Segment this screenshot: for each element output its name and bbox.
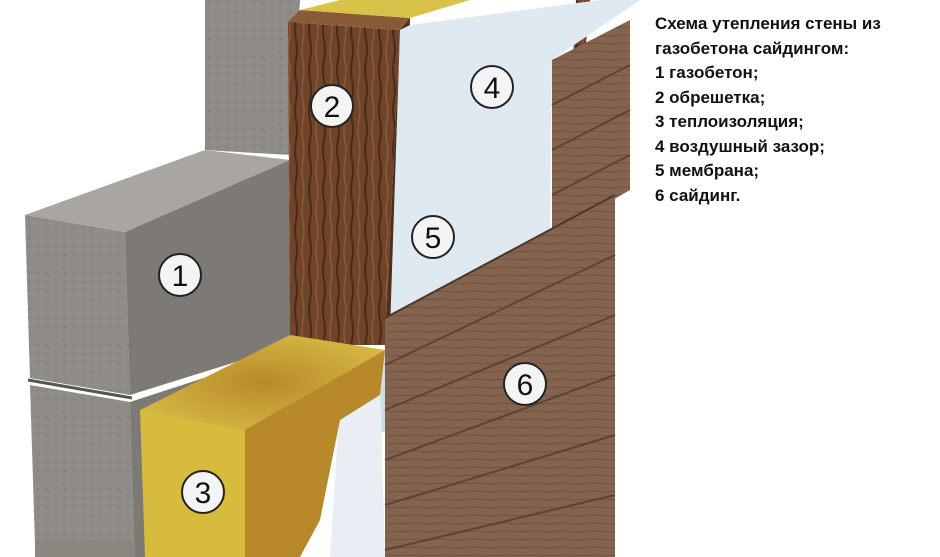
legend-item-1: 1 газобетон; bbox=[655, 63, 759, 82]
legend-item-3: 3 теплоизоляция; bbox=[655, 112, 804, 131]
legend-item-2: 2 обрешетка; bbox=[655, 87, 766, 107]
marker-3: 3 bbox=[181, 470, 225, 514]
marker-4: 4 bbox=[470, 65, 514, 109]
svg-text:5: 5 bbox=[425, 222, 442, 255]
marker-1: 1 bbox=[158, 253, 202, 297]
marker-2: 2 bbox=[310, 84, 354, 128]
svg-text:2: 2 bbox=[324, 91, 341, 124]
svg-text:1: 1 bbox=[172, 260, 189, 293]
svg-text:6: 6 bbox=[517, 369, 534, 402]
legend-item-6: 6 сайдинг. bbox=[655, 185, 741, 205]
legend-title-line-1: Схема утепления стены из bbox=[655, 14, 881, 33]
svg-text:4: 4 bbox=[484, 72, 501, 105]
insulation-top-strip bbox=[300, 0, 470, 18]
svg-text:3: 3 bbox=[195, 477, 212, 510]
legend-item-5: 5 мембрана; bbox=[655, 161, 760, 180]
legend-item-4: 4 воздушный зазор; bbox=[655, 136, 825, 156]
legend: Схема утепления стены из газобетона сайд… bbox=[655, 12, 935, 208]
marker-5: 5 bbox=[411, 215, 455, 259]
siding-panels bbox=[384, 20, 631, 557]
legend-title-line-2: газобетона сайдингом: bbox=[655, 38, 850, 58]
marker-6: 6 bbox=[503, 362, 547, 406]
